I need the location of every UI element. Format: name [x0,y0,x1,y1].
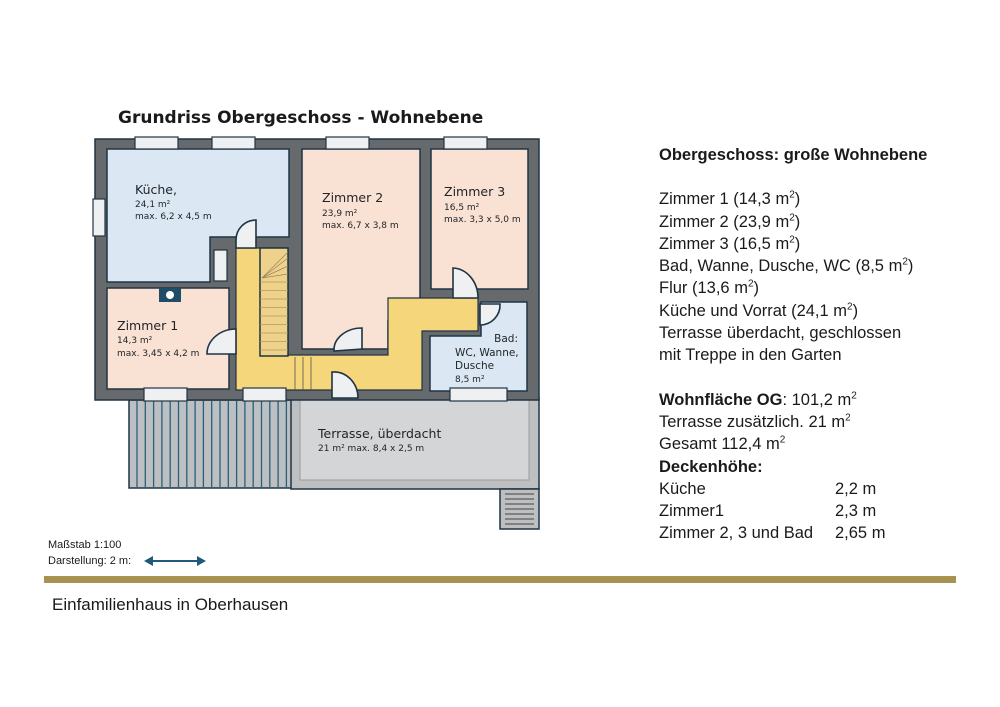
room-list-item: Küche und Vorrat (24,1 m2) [659,301,859,320]
door-swing [479,303,501,326]
window [92,198,106,237]
plan-title: Grundriss Obergeschoss - Wohnebene [118,108,484,128]
ceiling-height: 2,2 m [835,479,877,498]
room-list-item: Zimmer 3 (16,5 m2) [659,234,801,253]
room-zimmer3 [430,148,529,290]
zimmer1-area: 14,3 m² [117,336,153,346]
room-list-item: Flur (13,6 m2) [659,278,759,298]
staircase [259,247,312,390]
window [211,136,256,150]
window [242,387,287,402]
bad-area: 8,5 m² [455,375,485,385]
ceiling-height: 2,65 m [835,524,886,543]
stair-winder [261,251,289,279]
zimmer1-label: Zimmer 1 [117,318,178,333]
stair-winder [261,265,289,279]
ceiling-height: 2,3 m [835,502,877,521]
balcony [128,399,293,489]
door-swing [235,219,257,249]
divider-bar [44,576,956,583]
terrasse-label: Terrasse, überdacht [317,426,441,441]
window [449,387,508,402]
room-list: Zimmer 1 (14,3 m2) Zimmer 2 (23,9 m2) Zimm… [659,188,927,322]
room-bad [429,301,528,392]
wohnflaeche-line: Wohnfläche OG: 101,2 m2 [659,390,857,409]
pantry-niche [213,249,228,282]
terrace [290,397,540,490]
info-heading: Obergeschoss: große Wohnebene [659,146,928,164]
scale-ratio: Maßstab 1:100 [48,539,122,551]
balcony-slats [136,401,288,487]
bad-features-2: Dusche [455,360,494,372]
room-kueche [106,148,290,283]
ceiling-room: Zimmer1 [659,502,725,521]
zimmer3-label: Zimmer 3 [444,184,505,199]
windows [92,136,508,402]
window [134,136,179,150]
doors [206,219,501,399]
room-zimmer1 [106,287,230,390]
room-list-item: Zimmer 2 (23,9 m2) [659,212,801,231]
window [325,136,370,150]
ceiling-heading: Deckenhöhe: [659,457,763,476]
ceiling-row: Zimmer1 2,3 m [659,500,927,522]
terrasse-info: 21 m² max. 8,4 x 2,5 m [318,444,424,454]
scale-legend: Maßstab 1:100 Darstellung: 2 m: [48,537,131,569]
door-swing [452,267,479,299]
zimmer2-dims: max. 6,7 x 3,8 m [322,221,399,231]
zimmer3-dims: max. 3,3 x 5,0 m [444,215,521,225]
zimmer1-dims: max. 3,45 x 4,2 m [117,349,199,359]
garden-stairs [499,488,540,530]
ceiling-room: Küche [659,479,706,498]
zimmer3-area: 16,5 m² [444,203,480,213]
zimmer2-area: 23,9 m² [322,209,358,219]
door-swing [206,328,237,355]
terrasse-extra-line: Terrasse zusätzlich. 21 m2 [659,412,851,431]
ceiling-row: Zimmer 2, 3 und Bad 2,65 m [659,522,927,544]
terrace-line-1: Terrasse überdacht, geschlossen [659,324,902,343]
kueche-label: Küche, [135,182,177,197]
zimmer2-label: Zimmer 2 [322,190,383,205]
stair-winder [261,273,289,279]
ceiling-room: Zimmer 2, 3 und Bad [659,524,814,543]
wohnflaeche-value: : 101,2 m [782,390,852,409]
window [143,387,188,402]
bad-features: WC, Wanne, [455,347,519,359]
gesamt-line: Gesamt 112,4 m2 [659,434,786,454]
bad-label: Bad: [494,333,518,345]
ceiling-row: Küche 2,2 m [659,478,927,500]
door-swing [331,371,359,399]
stair-winder [261,257,289,279]
room-list-item: Bad, Wanne, Dusche, WC (8,5 m2) [659,256,914,276]
kueche-area: 24,1 m² [135,200,171,210]
terrace-line-2: mit Treppe in den Garten [659,346,842,365]
wohnflaeche-label: Wohnfläche OG [659,390,783,409]
info-panel: Obergeschoss: große Wohnebene Zimmer 1 (… [659,144,927,545]
scale-display: Darstellung: 2 m: [48,555,132,567]
room-list-item: Zimmer 1 (14,3 m2) [659,189,801,209]
window [443,136,488,150]
footer-title: Einfamilienhaus in Oberhausen [52,595,289,614]
kueche-dims: max. 6,2 x 4,5 m [135,212,212,222]
door-swing [333,327,363,352]
scale-arrow-icon [144,556,206,566]
